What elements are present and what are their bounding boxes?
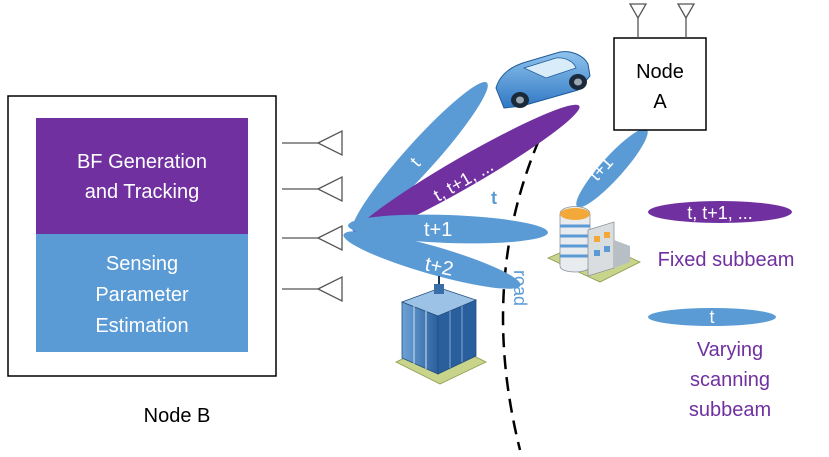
legend-varying-line2: scanning: [690, 369, 770, 391]
building-icon: [547, 206, 641, 283]
car-icon: [495, 51, 591, 109]
sensing-line1: Sensing: [106, 253, 178, 275]
legend-varying-swatch: [648, 308, 776, 326]
sensing-line3: Estimation: [95, 315, 188, 337]
antenna-icon: [282, 175, 343, 203]
beam-t-plus-2: [343, 231, 521, 289]
node-a-line1: Node: [636, 61, 684, 83]
bf-generation-block: [36, 118, 248, 234]
antenna-icon: [676, 3, 696, 38]
sensing-line2: Parameter: [95, 284, 189, 306]
beam-fixed: [350, 104, 580, 240]
bf-line2: and Tracking: [85, 181, 200, 203]
sensing-estimation-block: [36, 234, 248, 352]
legend-varying-line1: Varying: [697, 339, 763, 361]
legend-varying-text: t: [709, 307, 714, 327]
antenna-icon: [282, 224, 343, 252]
antenna-icon: [282, 129, 343, 157]
legend-fixed-label: Fixed subbeam: [658, 249, 795, 271]
legend-fixed-swatch: [648, 201, 792, 223]
road-label: road: [510, 270, 530, 306]
beam-t-plus-1-label: t+1: [424, 219, 452, 241]
beam-t-mid-label: t: [491, 188, 497, 208]
node-b-label: Node B: [144, 405, 211, 427]
node-a-line2: A: [653, 91, 667, 113]
antenna-icon: [628, 3, 648, 38]
skyscraper-icon: [395, 276, 487, 385]
beam-t-upper: [352, 82, 488, 232]
bf-line1: BF Generation: [77, 151, 207, 173]
legend-varying-line3: subbeam: [689, 399, 771, 421]
beam-t-plus-1: [348, 214, 548, 244]
node-a-box: [613, 37, 707, 131]
antenna-icon: [282, 275, 343, 303]
legend-fixed-text: t, t+1, ...: [687, 203, 753, 223]
beam-to-node-a: [576, 128, 648, 208]
